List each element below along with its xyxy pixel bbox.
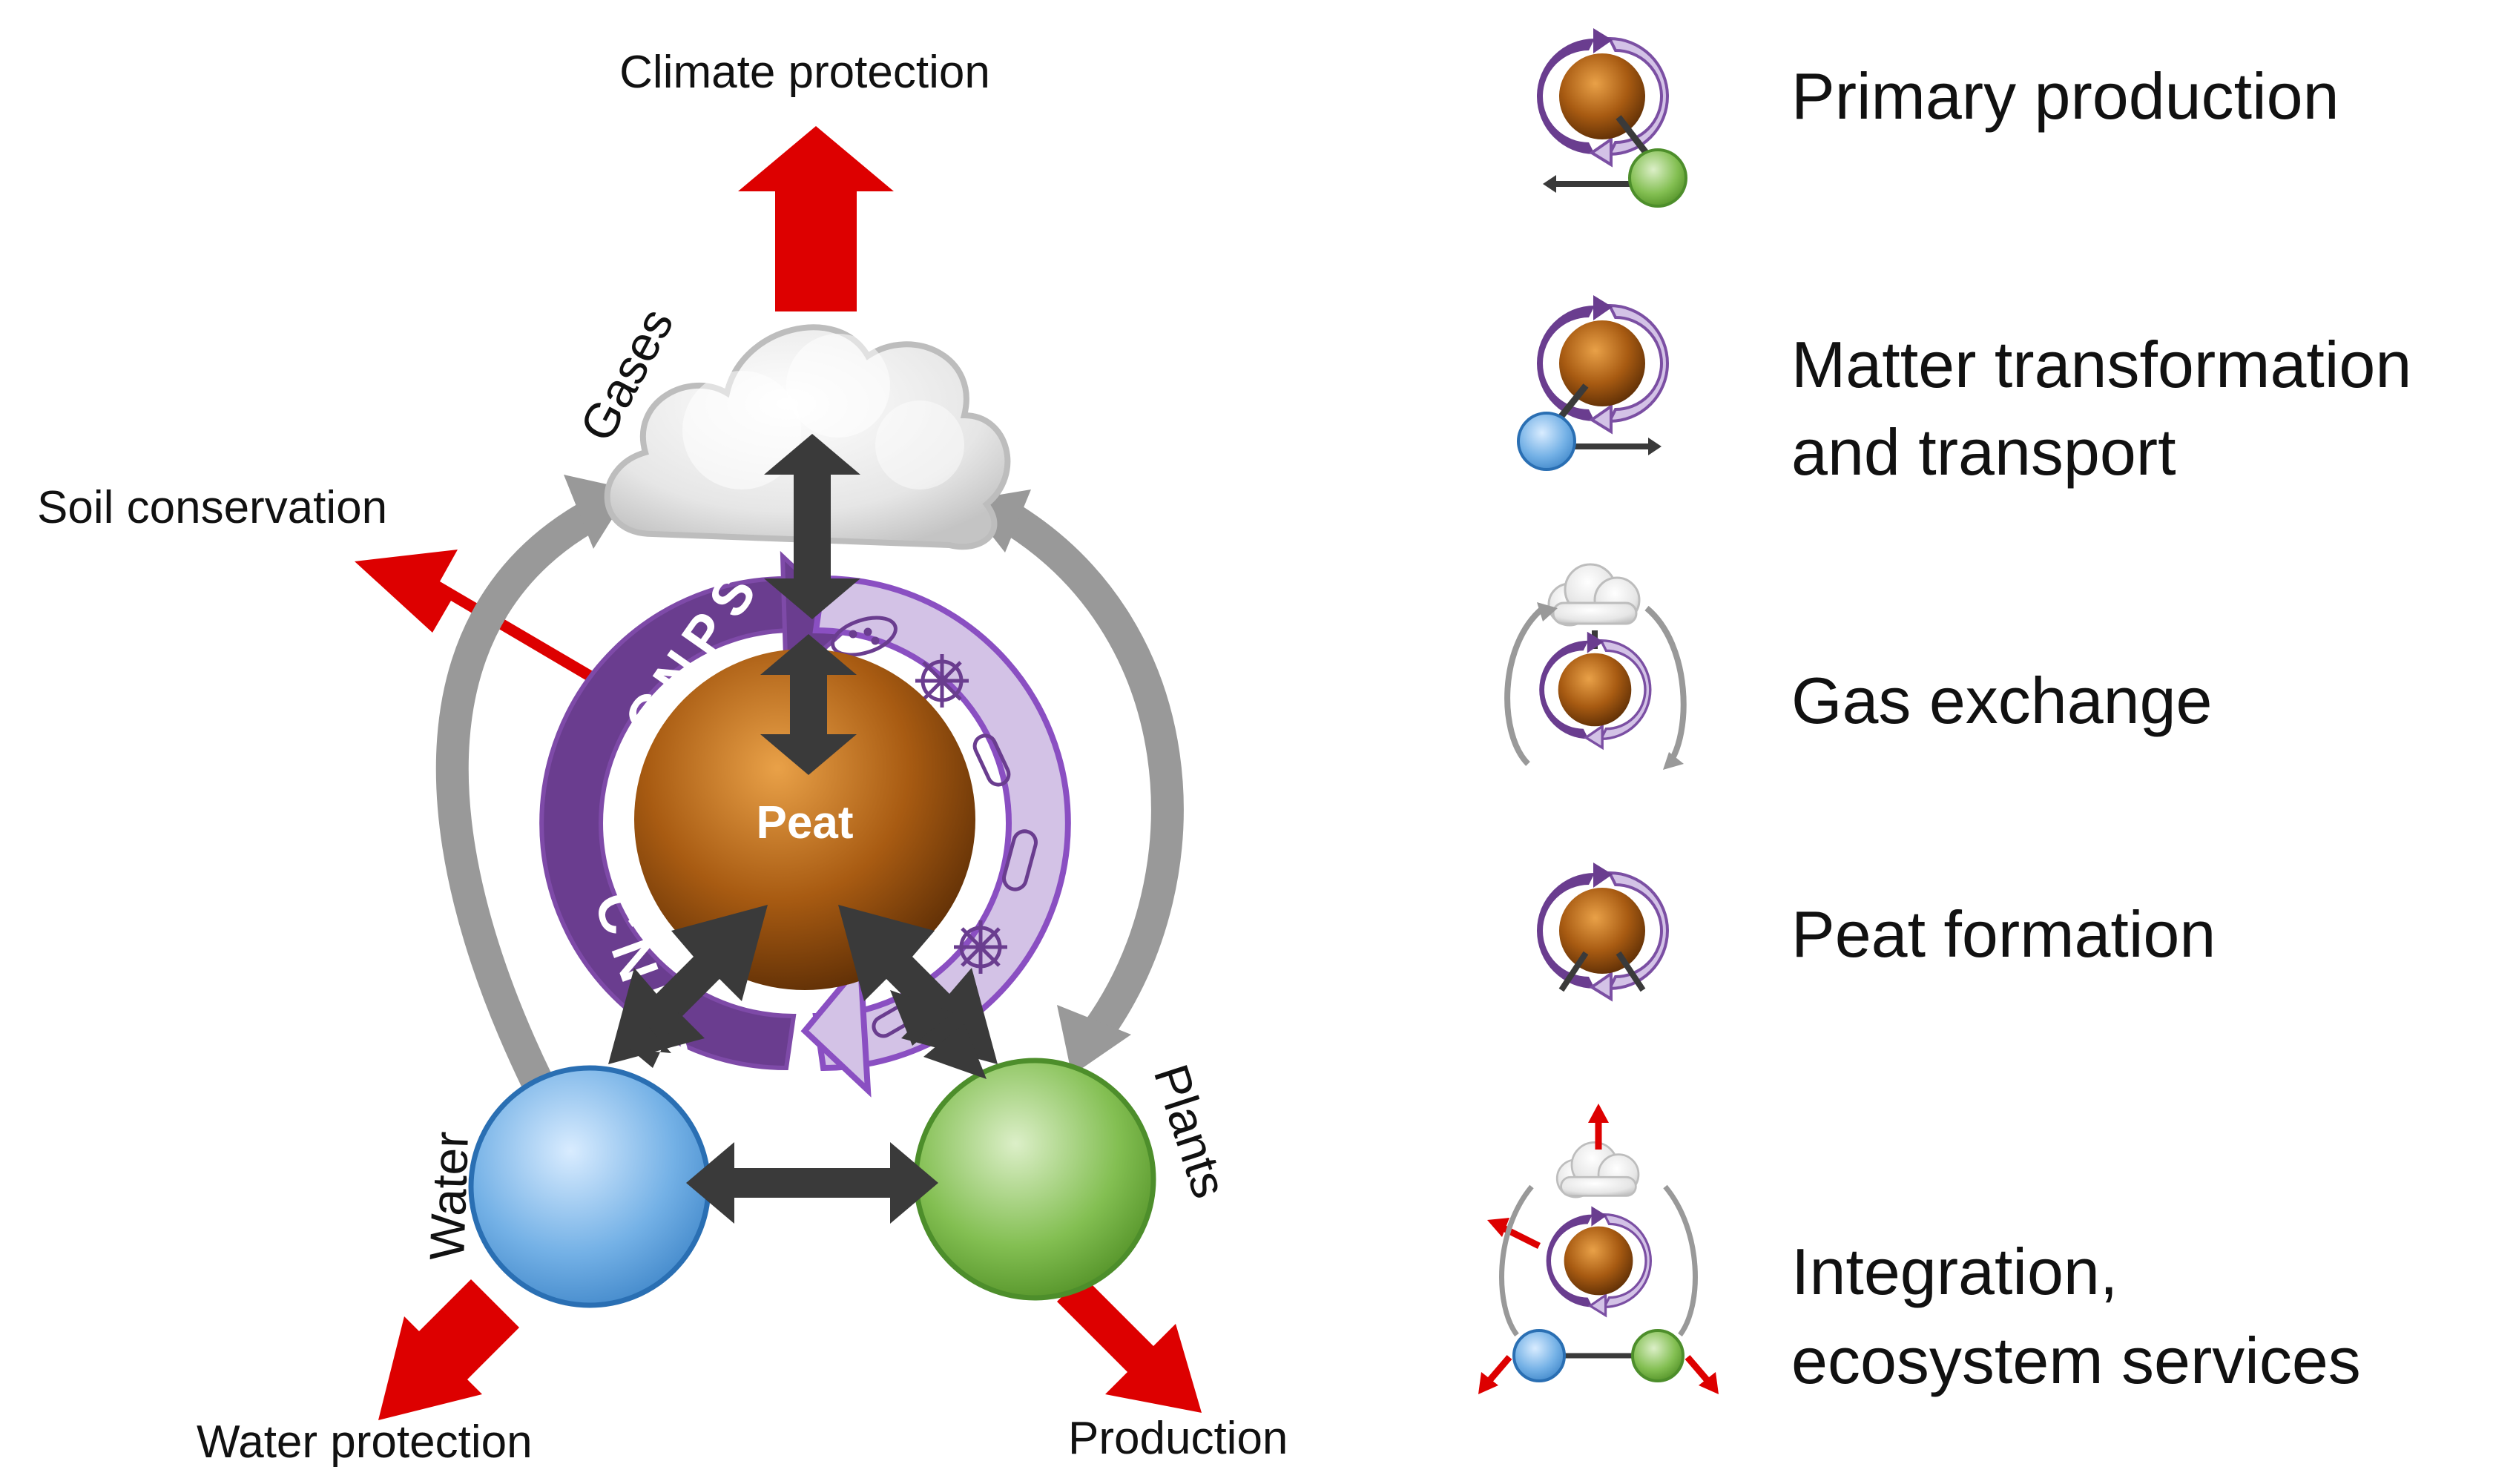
climate-arrow-icon [738,126,894,311]
legend-item-1-label: Primary production [1791,59,2339,133]
microbe-icons [831,616,1038,1038]
peat-label: Peat [757,797,854,848]
water-protection-label: Water protection [197,1417,533,1468]
peat-plants-arrow-icon [838,905,998,1064]
legend-peat-formation-icon [1535,861,1669,1000]
cycle-light-arrowhead-icon [800,956,872,1098]
water-circle [468,1065,711,1308]
legend-gas-exchange-icon [1504,563,1687,770]
climate-protection-label: Climate protection [619,47,990,98]
soil-arrow-icon [355,550,617,699]
water-label: Water [419,1130,478,1261]
legend-item-3-label: Gas exchange [1791,664,2213,737]
service-arrows [355,126,1202,1420]
legend-matter-transport-icon [1517,294,1669,471]
legend: Primary production Matter transformation… [1478,27,2411,1397]
legend-item-4-label: Peat formation [1791,897,2216,971]
plants-label: Plants [1144,1058,1238,1204]
loop-right-arrowhead-icon [1057,1005,1131,1075]
plants-circle [913,1058,1156,1301]
soil-conservation-label: Soil conservation [37,482,387,533]
cycle-peat-arrow-icon [760,634,857,775]
production-arrow-icon [1057,1276,1202,1413]
legend-integration-icon [1478,1104,1719,1394]
legend-item-2-label-line1: Matter transformation [1791,328,2411,401]
cycle-plants-arrow-icon [890,990,987,1079]
legend-item-5-label-line1: Integration, [1791,1235,2118,1308]
production-label: Production [1068,1413,1288,1464]
legend-item-5-label-line2: ecosystem services [1791,1324,2361,1397]
peat-circle [634,649,975,990]
legend-item-2-label-line2: and transport [1791,415,2176,489]
exchange-arrows [608,434,998,1224]
water-arrow-icon [378,1261,519,1420]
peat-water-arrow-icon [608,905,768,1064]
gases-cloud-icon [604,324,1011,550]
cycle-dark-band [539,576,797,1071]
legend-primary-production-icon [1535,27,1687,208]
cloud-cycle-arrow-icon [764,434,860,534]
water-plants-arrow-icon [686,1142,938,1224]
